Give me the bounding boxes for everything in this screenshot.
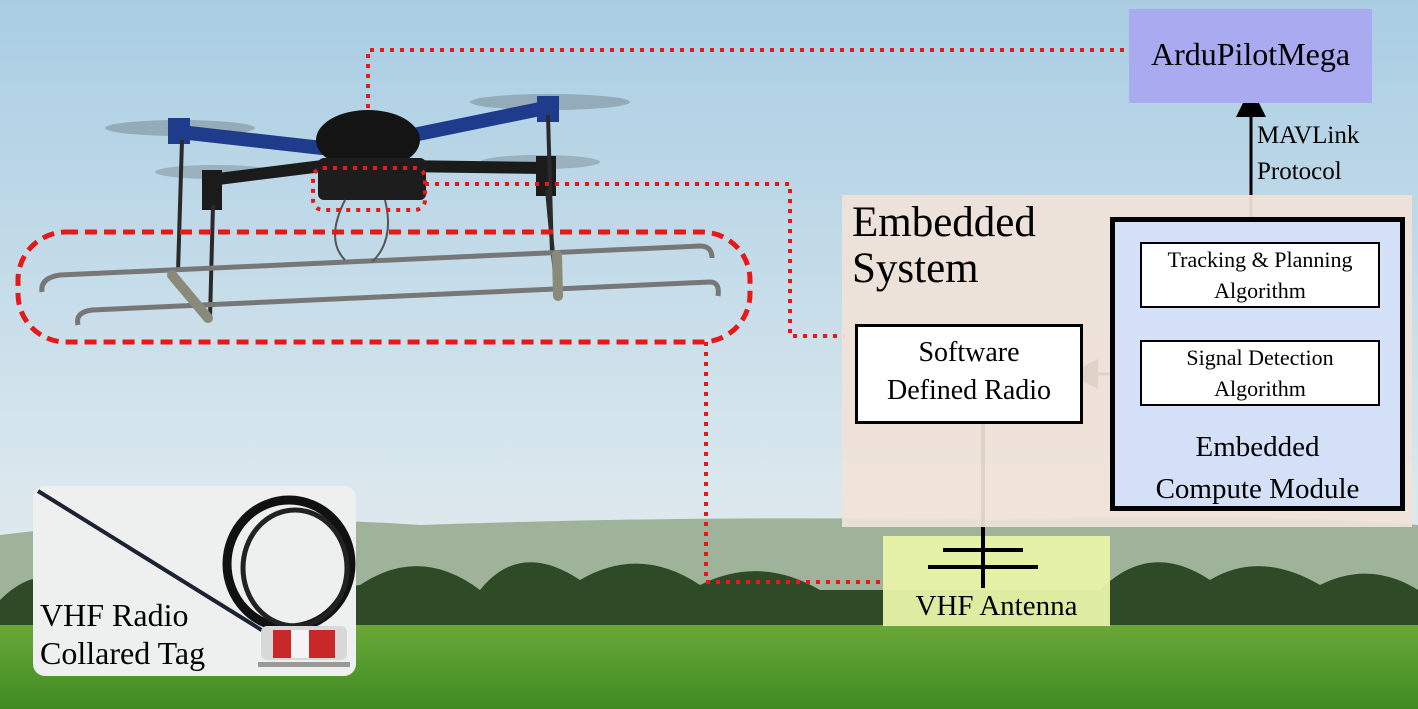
signal-detection-label: Signal Detection Algorithm <box>1140 342 1380 404</box>
collared-tag-label-line1: VHF Radio <box>40 597 189 633</box>
sdr-label-line1: Software <box>918 337 1020 368</box>
compute-module-label-line2: Compute Module <box>1155 473 1360 505</box>
signal-detection-label-line1: Signal Detection <box>1186 345 1334 370</box>
mavlink-label-line2: Protocol <box>1257 158 1342 185</box>
collared-tag-label: VHF Radio Collared Tag <box>40 596 205 672</box>
embedded-system-label-line2: System <box>852 245 979 292</box>
mavlink-label-line1: MAVLink <box>1257 122 1360 149</box>
compute-module-label: Embedded Compute Module <box>1110 426 1405 510</box>
ardupilot-block <box>1129 9 1372 103</box>
collared-tag-inset <box>33 486 356 676</box>
tracking-planning-label-line2: Algorithm <box>1214 278 1306 303</box>
embedded-system-label: Embedded System <box>852 200 1036 292</box>
embedded-system-label-line1: Embedded <box>852 199 1036 246</box>
signal-detection-label-line2: Algorithm <box>1214 376 1306 401</box>
antenna-icon <box>928 536 1038 588</box>
sdr-label: Software Defined Radio <box>855 334 1083 410</box>
signal-detection-block <box>1140 340 1380 406</box>
sdr-block <box>855 324 1083 424</box>
tracking-planning-label-line1: Tracking & Planning <box>1167 247 1353 272</box>
tracking-planning-label: Tracking & Planning Algorithm <box>1140 244 1380 306</box>
compute-module-label-line1: Embedded <box>1195 431 1320 463</box>
mavlink-label: MAVLink Protocol <box>1257 118 1359 190</box>
callout-lines <box>15 48 1128 584</box>
tracking-planning-block <box>1140 242 1380 308</box>
ardupilot-label: ArduPilotMega <box>1150 36 1351 72</box>
collared-tag-photo <box>36 489 356 667</box>
sdr-label-line2: Defined Radio <box>886 375 1052 406</box>
collared-tag-label-line2: Collared Tag <box>40 635 206 671</box>
vhf-antenna-label: VHF Antenna <box>915 590 1078 622</box>
